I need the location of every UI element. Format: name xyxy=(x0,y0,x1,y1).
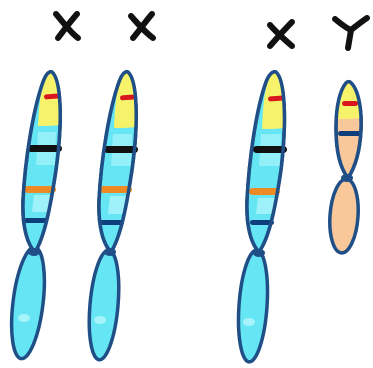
label-y xyxy=(335,18,367,48)
chromosome-y xyxy=(327,82,362,254)
label-x-3 xyxy=(270,22,292,46)
band-red xyxy=(342,101,358,106)
chromosome-x-3 xyxy=(235,72,287,363)
chromosome-x-1 xyxy=(6,72,62,361)
band-red xyxy=(120,94,135,100)
telomere-yellow xyxy=(337,82,360,119)
lower-arm xyxy=(327,178,360,254)
band-navy xyxy=(338,131,362,136)
band-red xyxy=(44,93,59,99)
lower-arm xyxy=(6,246,49,361)
lower-arm xyxy=(85,249,122,361)
label-x-1 xyxy=(56,14,78,38)
label-x-2 xyxy=(131,14,153,38)
lower-arm xyxy=(235,249,271,363)
chromosome-x-2 xyxy=(85,72,138,361)
